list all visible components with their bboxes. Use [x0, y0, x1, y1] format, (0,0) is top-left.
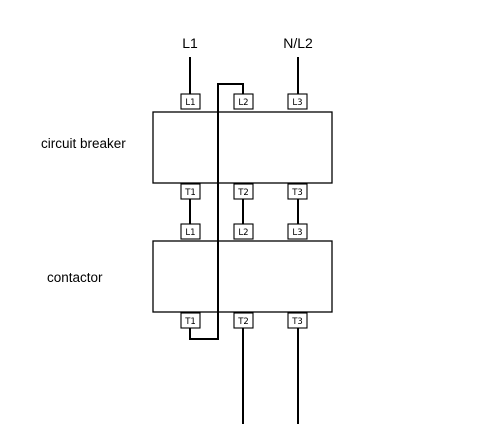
contactor-terminal-l3-label: L3	[292, 228, 302, 238]
breaker-terminal-l1: L1	[180, 93, 201, 110]
breaker-terminal-l2-label: L2	[238, 98, 248, 108]
contactor-terminal-l2-label: L2	[238, 228, 248, 238]
supply-l1-label: L1	[182, 35, 198, 51]
circuit-breaker-label: circuit breaker	[41, 136, 126, 151]
contactor-terminal-l2: L2	[233, 223, 254, 240]
breaker-terminal-l2: L2	[233, 93, 254, 110]
breaker-terminal-l3: L3	[287, 93, 308, 110]
breaker-terminal-t1: T1	[180, 183, 201, 200]
contactor-terminal-t1: T1	[180, 312, 201, 329]
contactor-terminal-l3: L3	[287, 223, 308, 240]
breaker-terminal-l1-label: L1	[185, 98, 195, 108]
contactor-terminal-t2-label: T2	[237, 317, 249, 327]
breaker-terminal-t2: T2	[233, 183, 254, 200]
loop-wire	[189, 83, 244, 340]
contactor-terminal-l1-label: L1	[185, 228, 195, 238]
contactor-body	[152, 240, 333, 313]
contactor-terminal-l1: L1	[180, 223, 201, 240]
circuit-breaker-body	[152, 111, 333, 184]
breaker-terminal-t2-label: T2	[237, 188, 249, 198]
contactor-terminal-t1-label: T1	[184, 317, 196, 327]
contactor-terminal-t3: T3	[287, 312, 308, 329]
contactor-terminal-t2: T2	[233, 312, 254, 329]
contactor-label: contactor	[47, 270, 103, 285]
breaker-terminal-t3-label: T3	[291, 188, 303, 198]
contactor-terminal-t3-label: T3	[291, 317, 303, 327]
supply-nl2-label: N/L2	[283, 35, 313, 51]
breaker-terminal-l3-label: L3	[292, 98, 302, 108]
breaker-terminal-t1-label: T1	[184, 188, 196, 198]
breaker-terminal-t3: T3	[287, 183, 308, 200]
